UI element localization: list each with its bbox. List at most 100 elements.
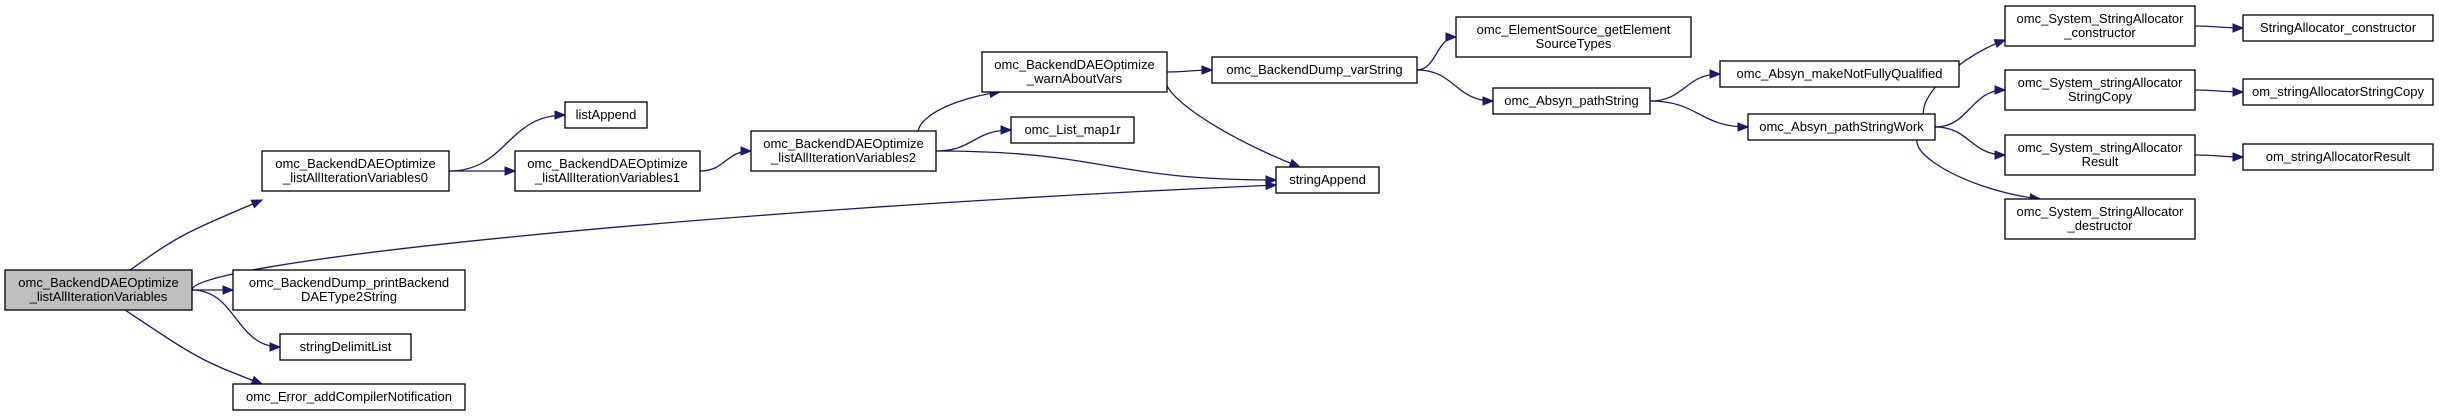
node-box [1010,116,1135,144]
node-label: omc_List_map1r [1024,122,1121,137]
edge-pathStrWork-to-saCopy [1934,89,2006,128]
edge-varString-to-elemSrc [1416,36,1457,71]
node-label: omc_Absyn_pathStringWork [1759,119,1924,134]
node-label: omc_BackendDump_varString [1226,62,1402,77]
edge-arrowhead [1445,32,1458,42]
edge-arrowhead [222,285,235,295]
node-label: stringAppend [1289,172,1366,187]
edge-arrowhead [1288,158,1302,168]
edge-pathString-to-pathStrWork [1649,100,1749,128]
edge-arrowhead [1737,122,1750,132]
node-listAppend[interactable]: listAppend [564,101,648,129]
node-makeNFQ[interactable]: omc_Absyn_makeNotFullyQualified [1719,60,1960,88]
node-box [2004,134,2196,176]
edge-arrowhead [2232,87,2245,97]
node-label: omc_ElementSource_getElement [1477,22,1671,37]
edge-arrowhead [1994,85,2007,95]
node-pathStrWork[interactable]: omc_Absyn_pathStringWork [1747,113,1936,141]
node-label: omc_System_StringAllocator [2017,11,2185,26]
node-layer: omc_BackendDAEOptimize_listAllIterationV… [4,5,2434,411]
node-saResult[interactable]: omc_System_stringAllocatorResult [2004,134,2196,176]
node-saCtor[interactable]: omc_System_StringAllocator_constructor [2004,5,2196,47]
node-omResult[interactable]: om_stringAllocatorResult [2242,143,2434,171]
node-errNotif[interactable]: omc_Error_addCompilerNotification [232,383,466,411]
node-box [4,269,193,311]
node-label: om_stringAllocatorResult [2266,149,2411,164]
node-box [1492,87,1651,115]
node-label: DAEType2String [301,289,397,304]
node-box [1719,60,1960,88]
node-label: stringDelimitList [300,339,392,354]
node-label: listAppend [576,107,637,122]
edge-arrowhead [2232,152,2245,162]
edge-varString-to-pathString [1416,69,1494,102]
edge-liv2-to-map1r [935,129,1012,152]
node-liv2[interactable]: omc_BackendDAEOptimize_listAllIterationV… [750,130,937,172]
node-saConstructor[interactable]: StringAllocator_constructor [2242,14,2434,42]
node-box [2242,78,2434,106]
node-label: omc_System_stringAllocator [2018,140,2183,155]
node-saCopy[interactable]: omc_System_stringAllocatorStringCopy [2004,69,2196,111]
node-liv0[interactable]: omc_BackendDAEOptimize_listAllIterationV… [261,150,450,192]
node-label: omc_Absyn_pathString [1504,93,1638,108]
node-box [1211,56,1418,84]
node-label: StringCopy [2068,89,2133,104]
node-label: omc_BackendDAEOptimize [527,156,687,171]
node-label: omc_BackendDAEOptimize [763,136,923,151]
edge-arrowhead [504,166,517,176]
node-box [1275,166,1380,194]
edge-root-to-errNotif [124,309,263,385]
node-box [2004,5,2196,47]
edge-arrowhead [740,146,753,156]
node-box [261,150,450,192]
node-label: omc_System_stringAllocator [2018,75,2183,90]
node-box [279,333,412,361]
node-box [232,383,466,411]
node-label: _destructor [2066,218,2133,233]
edge-root-to-liv0 [129,199,263,271]
node-box [1747,113,1936,141]
node-root[interactable]: omc_BackendDAEOptimize_listAllIterationV… [4,269,193,311]
node-label: SourceTypes [1536,36,1612,51]
node-label: omc_BackendDAEOptimize [275,156,435,171]
edge-arrowhead [1993,39,2007,49]
edge-arrowhead [1709,69,1722,79]
edge-arrowhead [269,342,282,352]
node-box [2004,69,2196,111]
node-label: StringAllocator_constructor [2260,20,2417,35]
edge-root-to-strDelim [191,289,281,348]
node-strDelim[interactable]: stringDelimitList [279,333,412,361]
node-label: om_stringAllocatorStringCopy [2252,84,2424,99]
node-pathString[interactable]: omc_Absyn_pathString [1492,87,1651,115]
node-liv1[interactable]: omc_BackendDAEOptimize_listAllIterationV… [514,150,701,192]
node-label: omc_BackendDAEOptimize [18,275,178,290]
node-label: _listAllIterationVariables2 [770,150,916,165]
node-label: omc_Absyn_makeNotFullyQualified [1737,66,1943,81]
node-warn[interactable]: omc_BackendDAEOptimize_warnAboutVars [981,51,1168,93]
node-saDtor[interactable]: omc_System_StringAllocator_destructor [2004,198,2196,240]
node-box [514,150,701,192]
node-strAppend[interactable]: stringAppend [1275,166,1380,194]
node-omCopy[interactable]: om_stringAllocatorStringCopy [2242,78,2434,106]
edge-arrowhead [554,110,567,120]
node-label: _listAllIterationVariables [29,289,168,304]
node-printDAE[interactable]: omc_BackendDump_printBackendDAEType2Stri… [232,269,466,311]
node-label: _constructor [2063,25,2136,40]
edge-arrowhead [1265,175,1278,185]
node-box [981,51,1168,93]
node-label: omc_System_StringAllocator [2017,204,2185,219]
node-label: _listAllIterationVariables0 [282,170,428,185]
node-map1r[interactable]: omc_List_map1r [1010,116,1135,144]
node-box [750,130,937,172]
edge-arrowhead [1000,125,1013,135]
node-label: omc_Error_addCompilerNotification [246,389,452,404]
edge-root-to-strAppend [191,184,1277,291]
node-varString[interactable]: omc_BackendDump_varString [1211,56,1418,84]
node-label: omc_BackendDAEOptimize [994,57,1154,72]
node-box [2242,14,2434,42]
node-box [564,101,648,129]
edge-arrowhead [1201,65,1214,75]
edge-arrowhead [250,199,264,209]
